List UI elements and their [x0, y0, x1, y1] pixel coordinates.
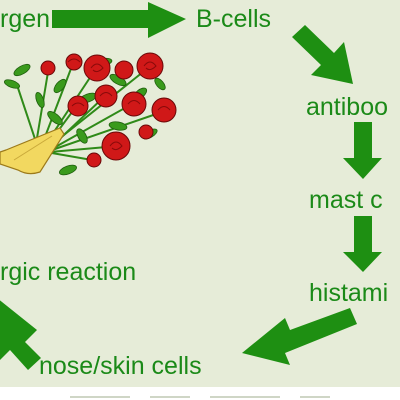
node-nose-skin-cells-label: nose/skin cells	[39, 352, 202, 380]
node-antibodies-label: antiboo	[306, 93, 389, 121]
diagram-panel: rgen B-cells antiboo mast c histami nose…	[0, 0, 400, 387]
node-allergic-reaction-label: rgic reaction	[0, 258, 137, 286]
node-mast-cells-label: mast c	[309, 186, 383, 214]
arrow-mast-cells-to-histamine	[343, 216, 382, 272]
divider	[210, 396, 280, 398]
divider	[300, 396, 330, 398]
rose-bouquet-icon	[0, 52, 177, 176]
node-b-cells-label: B-cells	[196, 5, 272, 33]
divider	[70, 396, 130, 398]
bouquet-wrap	[0, 127, 65, 175]
bottom-strip	[0, 387, 400, 400]
node-allergen-label: rgen	[0, 5, 51, 33]
divider	[150, 396, 190, 398]
arrow-nose-skin-to-reaction	[0, 300, 41, 370]
arrow-bcells-to-antibodies	[292, 25, 353, 84]
node-histamine-label: histami	[309, 279, 389, 307]
arrow-layer	[0, 2, 382, 370]
arrow-allergen-to-bcells	[52, 2, 186, 38]
arrow-antibodies-to-mast-cells	[343, 122, 382, 179]
arrow-histamine-to-nose-skin	[242, 308, 357, 365]
